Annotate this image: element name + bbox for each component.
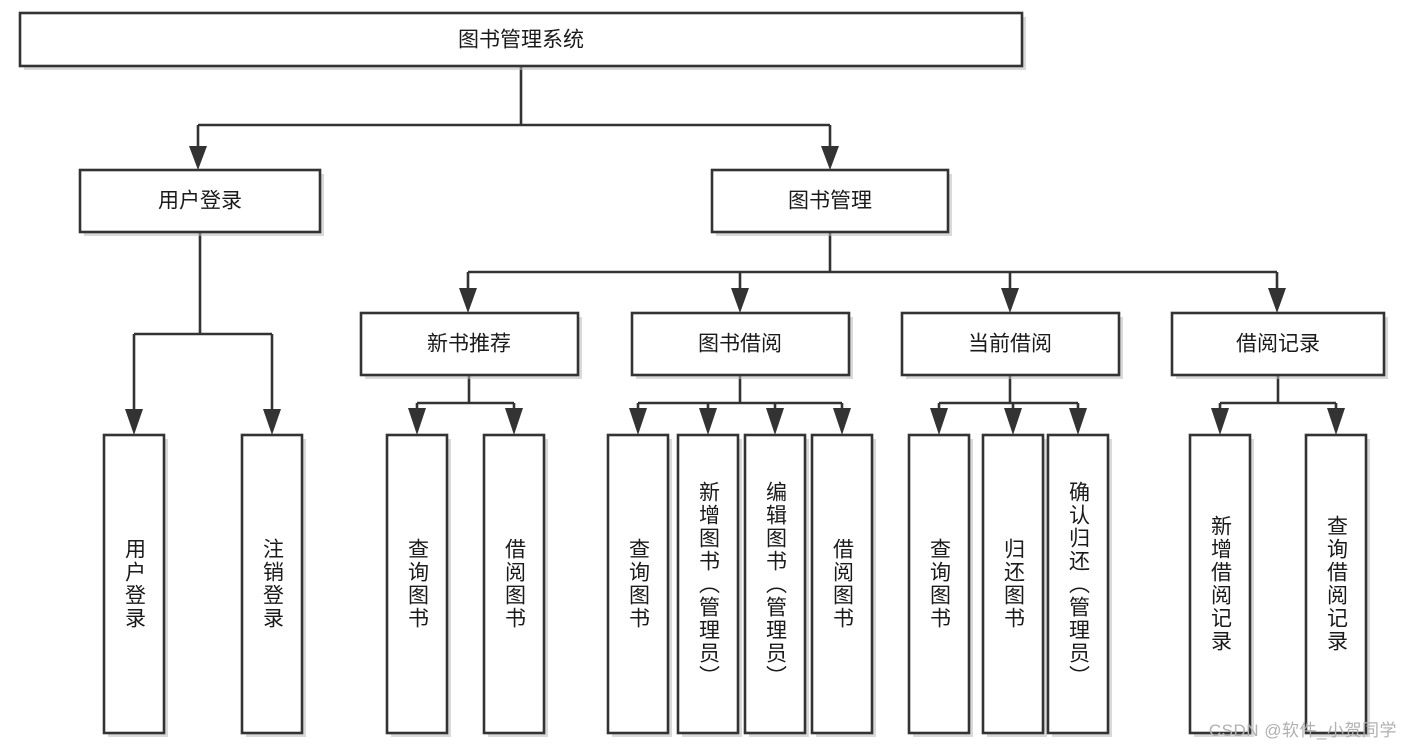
node-borrow-record-box	[1170, 311, 1386, 377]
watermark: CSDN @软件_小贺同学	[1208, 721, 1397, 740]
arrow-to-current-borrow	[1001, 288, 1019, 313]
leaf-query-book-bb-box	[606, 433, 670, 735]
node-current-borrow[interactable]: 当前借阅	[900, 311, 1123, 379]
arrow-to-leaf-confirm-return	[1069, 408, 1087, 435]
leaf-edit-book-box	[743, 433, 807, 735]
leaf-query-book-rec[interactable]	[385, 433, 451, 737]
arrow-to-leaf-user-login	[125, 409, 143, 435]
node-book-mgmt-box	[710, 168, 950, 234]
node-current-borrow-label: 当前借阅	[968, 333, 1052, 356]
arrow-to-book-borrow	[731, 288, 749, 313]
arrow-to-leaf-add-book	[699, 408, 717, 435]
leaf-query-book-cb-box	[907, 433, 971, 735]
leaf-logout[interactable]	[240, 433, 306, 737]
arrow-to-book-mgmt	[821, 146, 839, 170]
leaf-add-record-box	[1188, 433, 1252, 735]
node-root[interactable]: 图书管理系统	[18, 11, 1026, 70]
arrow-to-user-login	[189, 146, 207, 170]
arrow-to-leaf-return-book	[1004, 408, 1022, 435]
arrow-to-leaf-query-book-rec	[408, 408, 426, 435]
leaf-boxes-layer	[102, 433, 1370, 737]
node-book-mgmt-label: 图书管理	[788, 190, 872, 213]
arrow-to-leaf-edit-book	[766, 408, 784, 435]
leaf-query-book-rec-box	[385, 433, 449, 735]
node-current-borrow-box	[900, 311, 1121, 377]
node-root-box	[18, 11, 1024, 68]
leaf-return-book-box	[981, 433, 1045, 735]
leaf-query-book-bb[interactable]	[606, 433, 672, 737]
node-book-mgmt[interactable]: 图书管理	[710, 168, 952, 236]
leaf-add-book[interactable]	[676, 433, 742, 737]
node-new-book-rec-label: 新书推荐	[427, 333, 511, 356]
leaf-query-book-cb[interactable]	[907, 433, 973, 737]
leaf-add-record[interactable]	[1188, 433, 1254, 737]
node-user-login-box	[78, 168, 322, 234]
node-book-borrow-box	[630, 311, 851, 377]
leaf-edit-book[interactable]	[743, 433, 809, 737]
leaf-add-book-box	[676, 433, 740, 735]
node-book-borrow-label: 图书借阅	[698, 333, 782, 356]
node-book-borrow[interactable]: 图书借阅	[630, 311, 853, 379]
node-borrow-record[interactable]: 借阅记录	[1170, 311, 1388, 379]
leaf-confirm-return[interactable]	[1046, 433, 1112, 737]
arrow-to-borrow-record	[1268, 288, 1286, 313]
arrow-to-leaf-query-book-cb	[930, 408, 948, 435]
leaf-logout-box	[240, 433, 304, 735]
leaf-return-book[interactable]	[981, 433, 1047, 737]
nodes-layer: 图书管理系统 用户登录 图书管理 新书推荐	[18, 11, 1388, 737]
arrow-to-leaf-add-record	[1211, 408, 1229, 435]
arrow-to-leaf-borrow-book-rec	[505, 408, 523, 435]
node-user-login-label: 用户登录	[158, 190, 242, 213]
arrow-to-leaf-logout	[263, 409, 281, 435]
leaf-user-login-box	[102, 433, 166, 735]
node-new-book-rec[interactable]: 新书推荐	[359, 311, 582, 379]
arrow-to-leaf-borrow-book-bb	[833, 408, 851, 435]
leaf-borrow-book-rec-box	[482, 433, 546, 735]
leaf-confirm-return-box	[1046, 433, 1110, 735]
leaf-query-record[interactable]	[1304, 433, 1370, 737]
node-user-login[interactable]: 用户登录	[78, 168, 324, 236]
node-borrow-record-label: 借阅记录	[1236, 333, 1320, 356]
leaf-borrow-book-bb[interactable]	[810, 433, 876, 737]
node-root-label: 图书管理系统	[458, 29, 584, 52]
leaf-query-record-box	[1304, 433, 1368, 735]
node-new-book-rec-box	[359, 311, 580, 377]
leaf-borrow-book-rec[interactable]	[482, 433, 548, 737]
leaf-borrow-book-bb-box	[810, 433, 874, 735]
arrow-to-leaf-query-record	[1327, 408, 1345, 435]
arrow-to-new-book-rec	[459, 288, 477, 313]
arrow-to-leaf-query-book-bb	[629, 408, 647, 435]
edges-layer	[125, 66, 1345, 435]
leaf-user-login[interactable]	[102, 433, 168, 737]
